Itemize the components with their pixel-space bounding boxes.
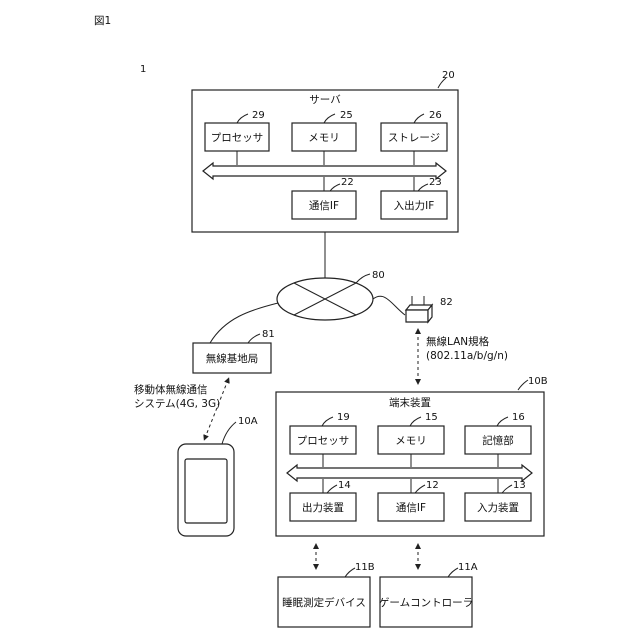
base-station-leader xyxy=(248,334,260,343)
terminal-comm-label: 通信IF xyxy=(396,502,426,514)
server-processor-label: プロセッサ xyxy=(211,132,264,144)
terminal-storage-ref: 16 xyxy=(512,412,525,423)
terminal-ref-leader xyxy=(518,380,528,390)
smartphone-screen xyxy=(185,459,227,523)
network-cloud: 80 xyxy=(277,270,385,320)
server-memory-label: メモリ xyxy=(308,132,340,144)
network-ref: 80 xyxy=(372,270,385,281)
wireless-lan-standard: (802.11a/b/g/n) xyxy=(426,350,508,362)
sleep-device-leader xyxy=(345,568,355,577)
server-io-label: 入出力IF xyxy=(394,199,435,212)
terminal-comm-ref: 12 xyxy=(426,480,439,491)
terminal-ref: 10B xyxy=(528,376,548,387)
server-memory-ref: 25 xyxy=(340,110,353,121)
router-front xyxy=(406,310,428,322)
terminal-output-label: 出力装置 xyxy=(302,501,344,514)
server-comm-label: 通信IF xyxy=(309,200,339,212)
mobile-comm-label: 移動体無線通信 xyxy=(134,383,208,396)
router-ref: 82 xyxy=(440,297,453,308)
smartphone: 10A xyxy=(178,416,258,536)
game-controller-leader xyxy=(448,568,458,577)
server-title: サーバ xyxy=(309,94,341,106)
server-storage-ref: 26 xyxy=(429,110,442,121)
terminal-output-ref: 14 xyxy=(338,480,351,491)
terminal-input-label: 入力装置 xyxy=(477,501,519,514)
server-ref: 20 xyxy=(442,70,455,81)
terminal-memory-ref: 15 xyxy=(425,412,438,423)
base-station-ref: 81 xyxy=(262,329,275,340)
wireless-lan-label: 無線LAN規格 xyxy=(426,335,490,348)
base-station: 無線基地局 81 xyxy=(193,329,275,373)
server-storage-label: ストレージ xyxy=(388,132,440,144)
sleep-device-label: 睡眠測定デバイス xyxy=(282,596,366,609)
game-controller: ゲームコントローラ 11A xyxy=(379,562,478,627)
terminal-bus-arrow xyxy=(287,465,532,481)
system-ref: 1 xyxy=(140,64,146,75)
network-router-link xyxy=(373,296,405,315)
terminal-memory-label: メモリ xyxy=(395,435,427,447)
terminal-title: 端末装置 xyxy=(389,396,431,409)
terminal-processor-label: プロセッサ xyxy=(297,435,350,447)
terminal-storage-label: 記憶部 xyxy=(482,434,514,447)
game-controller-ref: 11A xyxy=(458,562,478,573)
server-processor-ref: 29 xyxy=(252,110,265,121)
server-block: サーバ 20 プロセッサ 29 メモリ 25 ストレージ 26 通信IF 22 xyxy=(192,70,458,232)
game-controller-label: ゲームコントローラ xyxy=(379,597,473,609)
network-ref-leader xyxy=(356,274,370,283)
terminal-processor-ref: 19 xyxy=(337,412,350,423)
terminal-input-ref: 13 xyxy=(513,480,526,491)
smartphone-leader xyxy=(222,422,236,444)
sleep-device: 睡眠測定デバイス 11B xyxy=(278,562,375,627)
server-io-ref: 23 xyxy=(429,177,442,188)
sleep-device-ref: 11B xyxy=(355,562,375,573)
terminal-block: 端末装置 10B プロセッサ 19 メモリ 15 記憶部 16 出力装置 14 xyxy=(276,376,548,536)
base-station-label: 無線基地局 xyxy=(206,352,259,365)
wireless-router: 82 xyxy=(406,296,453,322)
server-comm-ref: 22 xyxy=(341,177,354,188)
server-bus-arrow xyxy=(203,163,446,179)
figure-label: 図1 xyxy=(94,15,111,27)
smartphone-ref: 10A xyxy=(238,416,258,427)
mobile-comm-system: システム(4G, 3G) xyxy=(134,398,220,410)
